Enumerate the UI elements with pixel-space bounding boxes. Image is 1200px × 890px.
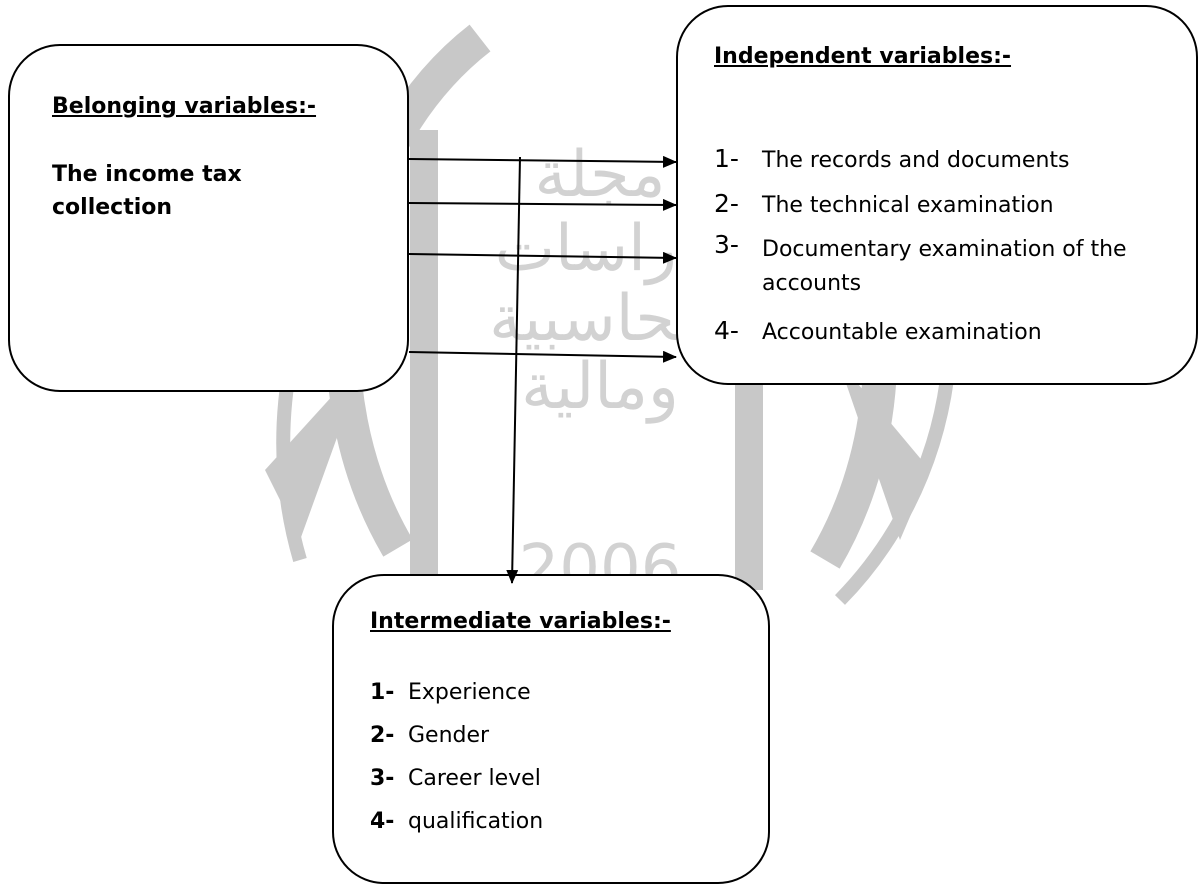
item-number: 2- xyxy=(370,723,395,748)
watermark-arabic-line-1: مجلة xyxy=(534,138,665,212)
independent-variable-item: 2- The technical examination xyxy=(714,189,1184,219)
item-text: qualification xyxy=(408,809,544,834)
item-text: Accountable examination xyxy=(762,320,1042,345)
watermark-arabic-line-4: ومالية xyxy=(521,350,679,424)
item-number: 4- xyxy=(370,809,395,834)
watermark-arabic-line-3: محاسبية xyxy=(489,282,711,356)
independent-variables-box: Independent variables:- 1- The records a… xyxy=(676,5,1198,385)
item-text: Career level xyxy=(408,766,541,791)
intermediate-variables-box: Intermediate variables:- 1- Experience 2… xyxy=(332,574,770,884)
item-number: 3- xyxy=(714,230,739,259)
independent-variables-title: Independent variables:- xyxy=(714,44,1012,69)
belonging-variables-box: Belonging variables:- The income tax col… xyxy=(8,44,409,392)
watermark-arabic-line-2: دراسات xyxy=(495,212,706,286)
watermark-left-wedge xyxy=(265,360,365,540)
independent-variable-item: 4- Accountable examination xyxy=(714,316,1184,346)
intermediate-variables-title: Intermediate variables:- xyxy=(370,609,671,634)
watermark-right-wedge xyxy=(838,360,930,540)
intermediate-variable-item: 2- Gender xyxy=(370,722,760,749)
intermediate-variables-list: 1- Experience 2- Gender 3- Career level … xyxy=(370,679,760,851)
item-text: The technical examination xyxy=(762,193,1054,218)
item-number: 1- xyxy=(714,144,739,173)
watermark-left-pillar xyxy=(410,130,438,600)
item-number: 4- xyxy=(714,316,739,345)
intermediate-variable-item: 4- qualification xyxy=(370,808,760,835)
independent-variable-item: 3- Documentary examination of the accoun… xyxy=(714,230,1184,301)
item-text: The records and documents xyxy=(762,148,1070,173)
independent-variables-list: 1- The records and documents 2- The tech… xyxy=(714,144,1184,364)
item-number: 3- xyxy=(370,766,395,791)
independent-variable-item: 1- The records and documents xyxy=(714,144,1184,174)
belonging-variables-title: Belonging variables:- xyxy=(52,94,317,119)
belonging-variables-text: The income tax collection xyxy=(52,162,242,220)
item-number: 2- xyxy=(714,189,739,218)
item-text: Experience xyxy=(408,680,531,705)
intermediate-variable-item: 3- Career level xyxy=(370,765,760,792)
item-text: Gender xyxy=(408,723,490,748)
item-number: 1- xyxy=(370,680,395,705)
item-text: Documentary examination of the accounts xyxy=(762,237,1127,296)
intermediate-variable-item: 1- Experience xyxy=(370,679,760,706)
